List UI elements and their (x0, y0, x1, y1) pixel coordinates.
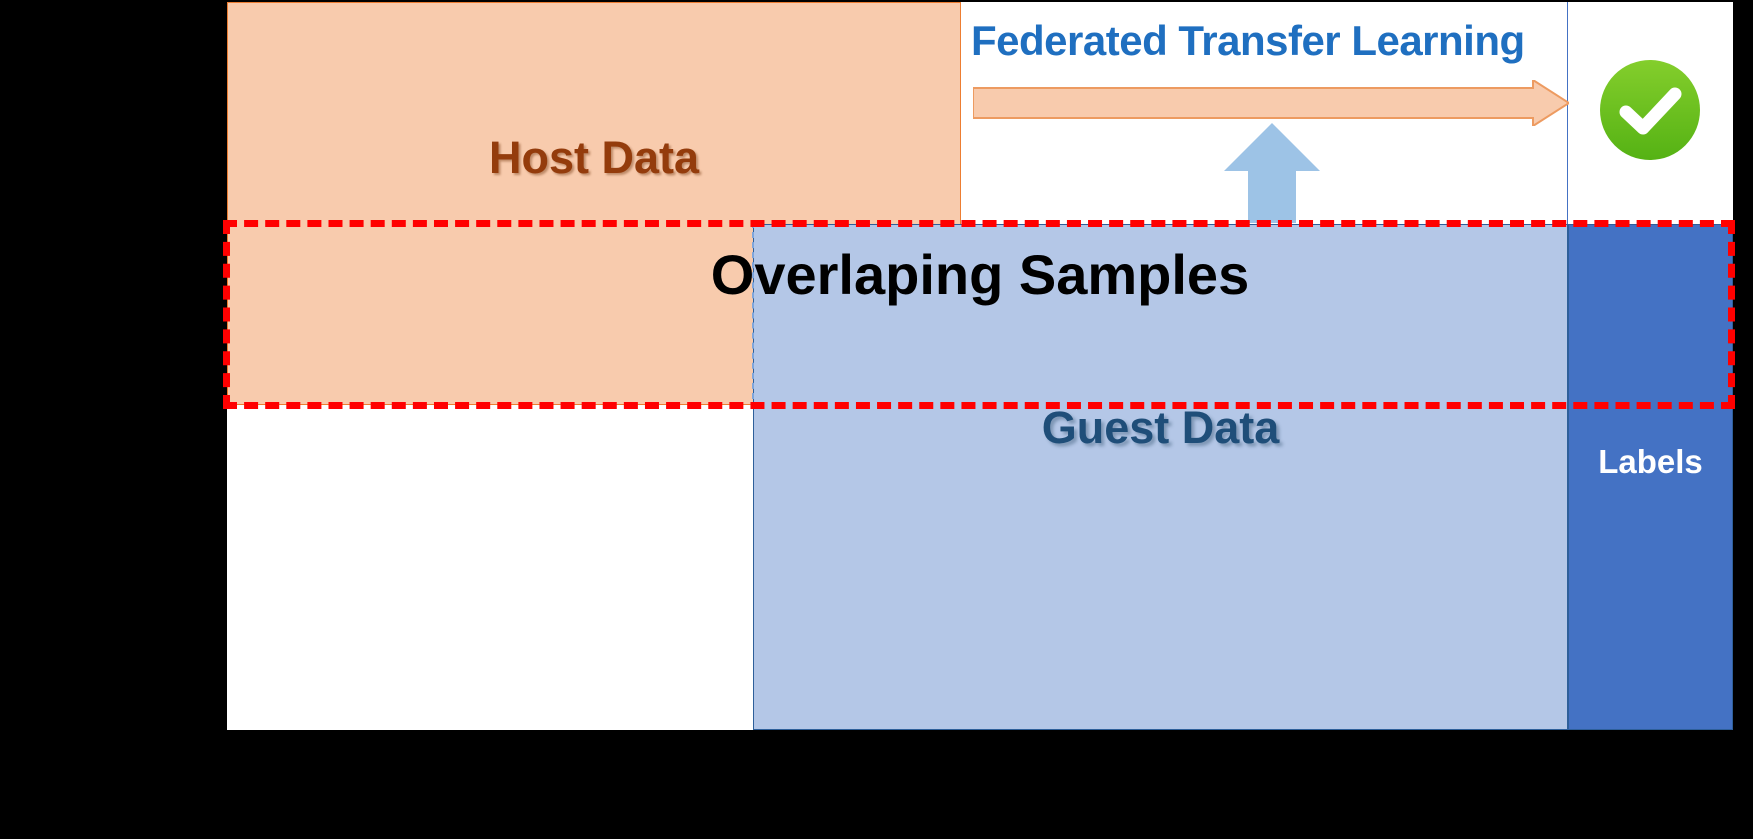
guest-data-block (753, 224, 1568, 730)
labels-block (1568, 224, 1733, 730)
guest-data-label: Guest Data (1041, 402, 1280, 453)
ftl-column-divider (1567, 2, 1568, 224)
transfer-up-arrow-icon (1224, 123, 1320, 223)
check-circle-icon (1600, 60, 1700, 160)
federated-transfer-arrow-icon (973, 80, 1569, 126)
host-data-label: Host Data (488, 132, 700, 183)
labels-label: Labels (1598, 443, 1703, 480)
federated-transfer-learning-title: Federated Transfer Learning (971, 17, 1525, 64)
overlapping-samples-label: Overlaping Samples (710, 243, 1250, 306)
empty-region-plate (227, 405, 753, 730)
overlap-inner-divider (752, 222, 754, 409)
